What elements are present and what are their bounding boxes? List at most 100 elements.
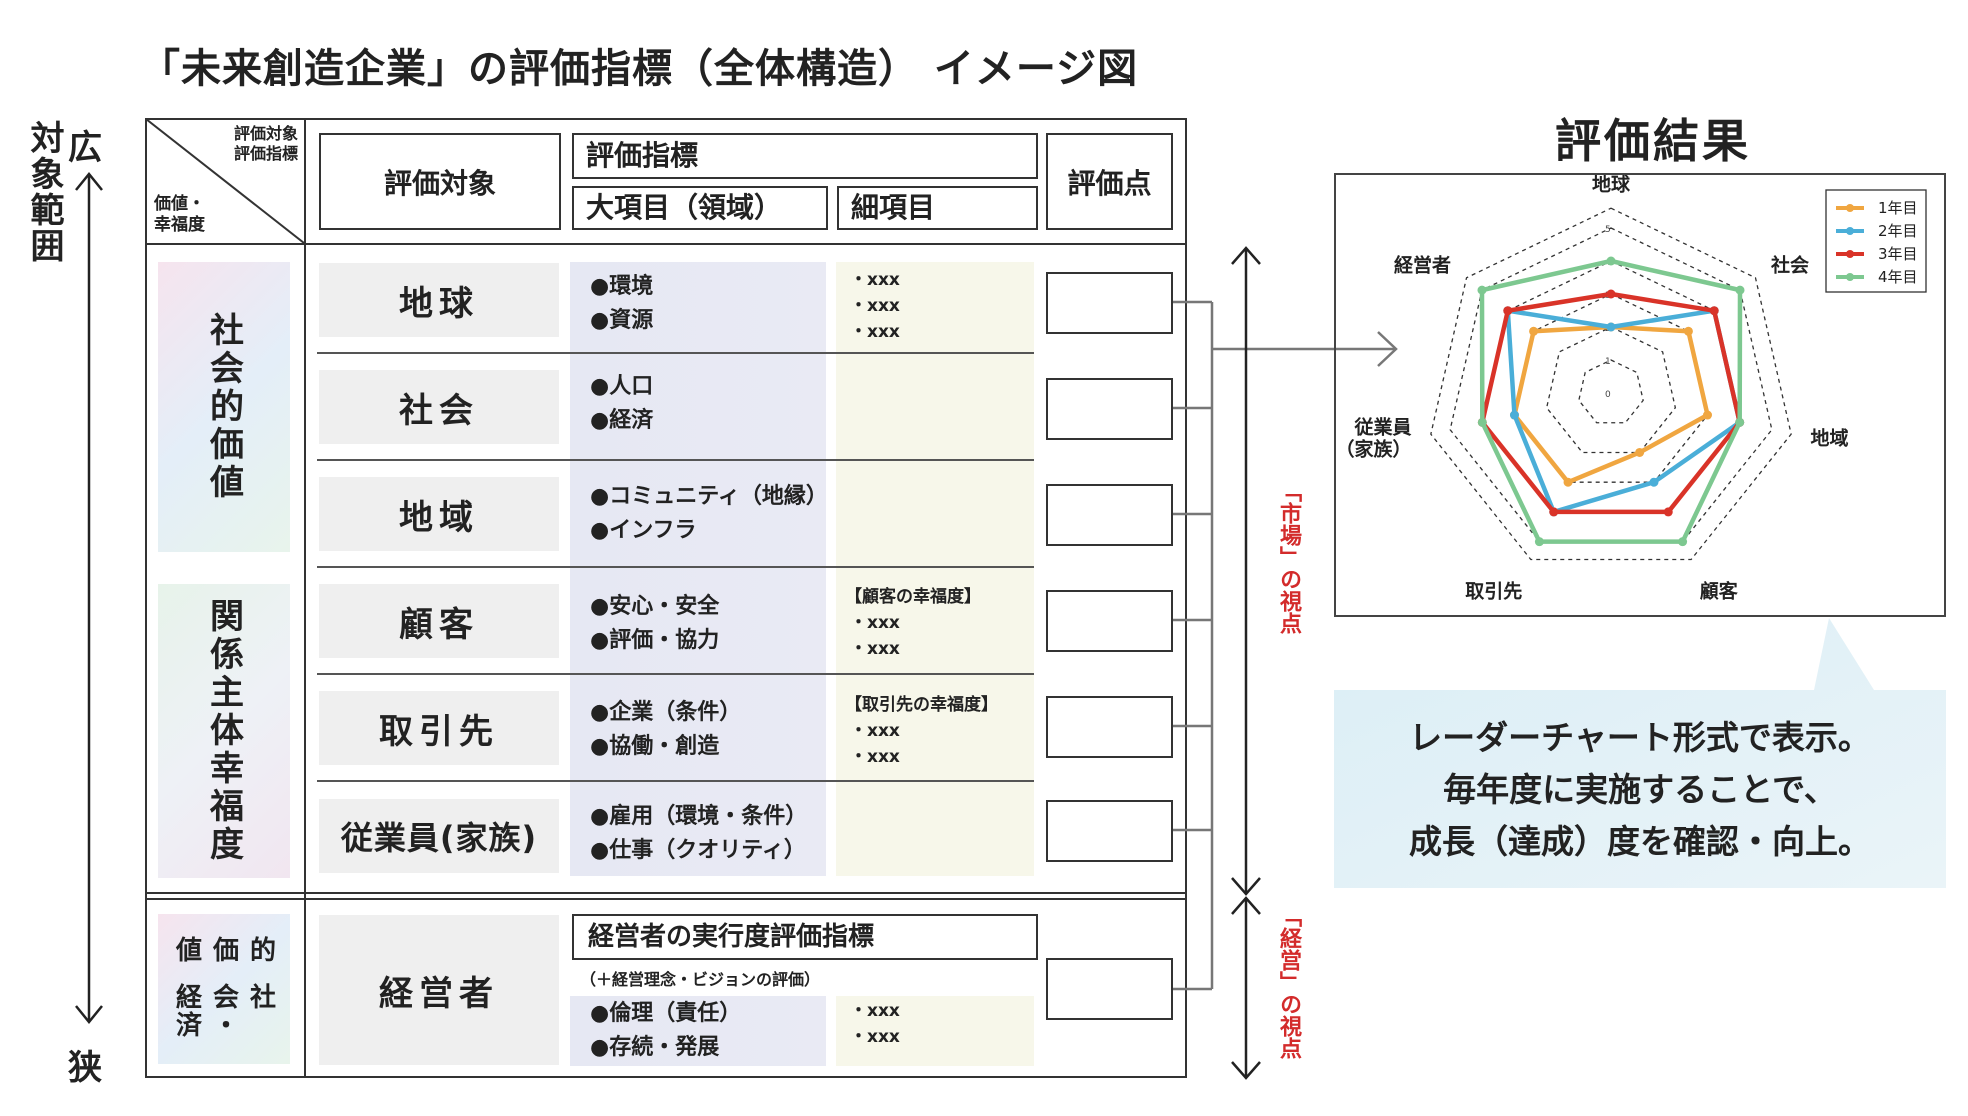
header-minor: 細項目 bbox=[837, 186, 1038, 230]
row-bullets-employee: ●雇用（環境・条件） ●仕事（クオリティ） bbox=[590, 804, 808, 863]
score-box-manager[interactable] bbox=[1046, 958, 1173, 1020]
scope-wide-label: 広 bbox=[68, 128, 102, 168]
row-target-manager: 経営者 bbox=[319, 915, 559, 1065]
radar-axis-label: 地球 bbox=[1592, 175, 1631, 195]
radar-point bbox=[1735, 285, 1745, 295]
score-box-partner[interactable] bbox=[1046, 696, 1173, 758]
radar-point bbox=[1709, 306, 1719, 316]
result-title: 評価結果 bbox=[1555, 114, 1751, 168]
row-details-partner: 【取引先の幸福度】 ・xxx ・xxx bbox=[845, 695, 998, 767]
radar-point bbox=[1735, 417, 1745, 427]
radar-point bbox=[1477, 417, 1487, 427]
header-indicator: 評価指標 bbox=[572, 133, 1038, 179]
callout-bubble bbox=[1334, 618, 1946, 888]
row-target-employee: 従業員(家族) bbox=[319, 799, 559, 873]
radar-axis-label: 地域 bbox=[1810, 427, 1848, 450]
mgmt-perspective-label: 「経営」の視点 bbox=[1276, 905, 1301, 1059]
scope-label: 対象範囲 bbox=[24, 120, 64, 264]
row-details-earth: ・xxx ・xxx ・xxx bbox=[850, 270, 900, 342]
section-divider-2 bbox=[145, 898, 1187, 900]
stakeholder-label: 関係主体幸福度 bbox=[203, 598, 244, 864]
social-value-label: 社会的価値 bbox=[203, 312, 244, 502]
score-box-earth[interactable] bbox=[1046, 272, 1173, 334]
row-sep-3 bbox=[317, 566, 1034, 568]
callout-text: レーダーチャート形式で表示。 毎年度に実施することで、 成長（達成）度を確認・向… bbox=[1409, 718, 1871, 861]
radar-point bbox=[1534, 537, 1544, 547]
legend-marker bbox=[1846, 204, 1854, 212]
legend-label: 1年目 bbox=[1878, 199, 1918, 217]
diag-header-top: 評価対象 評価指標 bbox=[233, 124, 298, 163]
radar-grid-ring bbox=[1578, 359, 1644, 424]
radar-point bbox=[1563, 477, 1573, 487]
section-divider-1 bbox=[145, 892, 1187, 894]
evaluation-table bbox=[145, 118, 1187, 1078]
row-target-earth: 地球 bbox=[319, 263, 559, 337]
mgmt-minor-band bbox=[836, 996, 1034, 1066]
row-sep-5 bbox=[317, 780, 1034, 782]
radar-axis-label: 社会 bbox=[1770, 253, 1809, 276]
radar-point bbox=[1678, 537, 1688, 547]
row-sep-1 bbox=[317, 352, 1034, 354]
diagonal-header bbox=[146, 119, 304, 243]
radar-grid-ring bbox=[1545, 326, 1677, 454]
radar-point bbox=[1635, 447, 1645, 457]
legend-marker bbox=[1846, 227, 1854, 235]
row-bullets-customer: ●安心・安全 ●評価・協力 bbox=[590, 594, 720, 653]
row-sep-2 bbox=[317, 459, 1034, 461]
radar-point bbox=[1606, 322, 1616, 332]
radar-scale-label: 5 bbox=[1605, 225, 1611, 235]
header-target: 評価対象 bbox=[319, 133, 561, 230]
major-column-band bbox=[570, 262, 826, 876]
score-box-customer[interactable] bbox=[1046, 590, 1173, 652]
score-connector bbox=[1173, 300, 1398, 991]
mgmt-major-band bbox=[570, 996, 826, 1066]
radar-point bbox=[1606, 289, 1616, 299]
header-major: 大項目（領域） bbox=[572, 186, 828, 230]
mgmt-indicator: 経営者の実行度評価指標 bbox=[572, 914, 1038, 960]
econ-value-label: 社会・経済 的価値 bbox=[171, 936, 276, 1039]
radar-axis-label: 経営者 bbox=[1394, 253, 1451, 276]
scope-arrow bbox=[75, 172, 103, 1024]
radar-series-line bbox=[1480, 291, 1742, 515]
minor-column-band bbox=[836, 262, 1034, 876]
row-bullets-society: ●人口 ●経済 bbox=[590, 374, 654, 433]
radar-point bbox=[1529, 326, 1539, 336]
legend-marker bbox=[1846, 273, 1854, 281]
row-target-partner: 取引先 bbox=[319, 691, 559, 765]
scope-narrow-label: 狭 bbox=[68, 1048, 102, 1088]
market-perspective-label: 「市場」の視点 bbox=[1276, 480, 1301, 634]
header-score: 評価点 bbox=[1046, 133, 1173, 230]
row-bullets-partner: ●企業（条件） ●協働・創造 bbox=[590, 700, 742, 759]
radar-point bbox=[1509, 410, 1519, 420]
row-bullets-earth: ●環境 ●資源 bbox=[590, 274, 654, 333]
radar-point bbox=[1503, 306, 1513, 316]
legend-label: 2年目 bbox=[1878, 222, 1918, 240]
score-box-region[interactable] bbox=[1046, 484, 1173, 546]
radar-axis-label: 従業員 bbox=[1354, 416, 1412, 439]
header-divider bbox=[145, 243, 1187, 245]
radar-scale-label: 0 bbox=[1605, 390, 1611, 400]
stakeholder-group: 関係主体幸福度 bbox=[158, 584, 290, 878]
radar-axis-label: （家族） bbox=[1336, 438, 1412, 461]
row-sep-4 bbox=[317, 673, 1034, 675]
radar-point bbox=[1703, 410, 1713, 420]
score-box-employee[interactable] bbox=[1046, 800, 1173, 862]
legend-label: 4年目 bbox=[1878, 268, 1918, 286]
radar-point bbox=[1477, 285, 1487, 295]
row-details-customer: 【顧客の幸福度】 ・xxx ・xxx bbox=[845, 587, 981, 659]
radar-axis-label: 顧客 bbox=[1700, 579, 1739, 602]
radar-point bbox=[1606, 256, 1616, 266]
score-box-society[interactable] bbox=[1046, 378, 1173, 440]
mgmt-note: （＋経営理念・ビジョンの評価） bbox=[580, 970, 821, 989]
market-perspective-arrow bbox=[1231, 246, 1261, 1080]
radar-series-line bbox=[1512, 324, 1710, 485]
mgmt-details: ・xxx ・xxx bbox=[850, 1001, 900, 1047]
radar-point bbox=[1649, 477, 1659, 487]
legend-marker bbox=[1846, 250, 1854, 258]
mgmt-bullets: ●倫理（責任） ●存続・発展 bbox=[590, 1001, 742, 1060]
column-divider bbox=[304, 118, 306, 1078]
radar-point bbox=[1663, 507, 1673, 517]
row-target-customer: 顧客 bbox=[319, 584, 559, 658]
